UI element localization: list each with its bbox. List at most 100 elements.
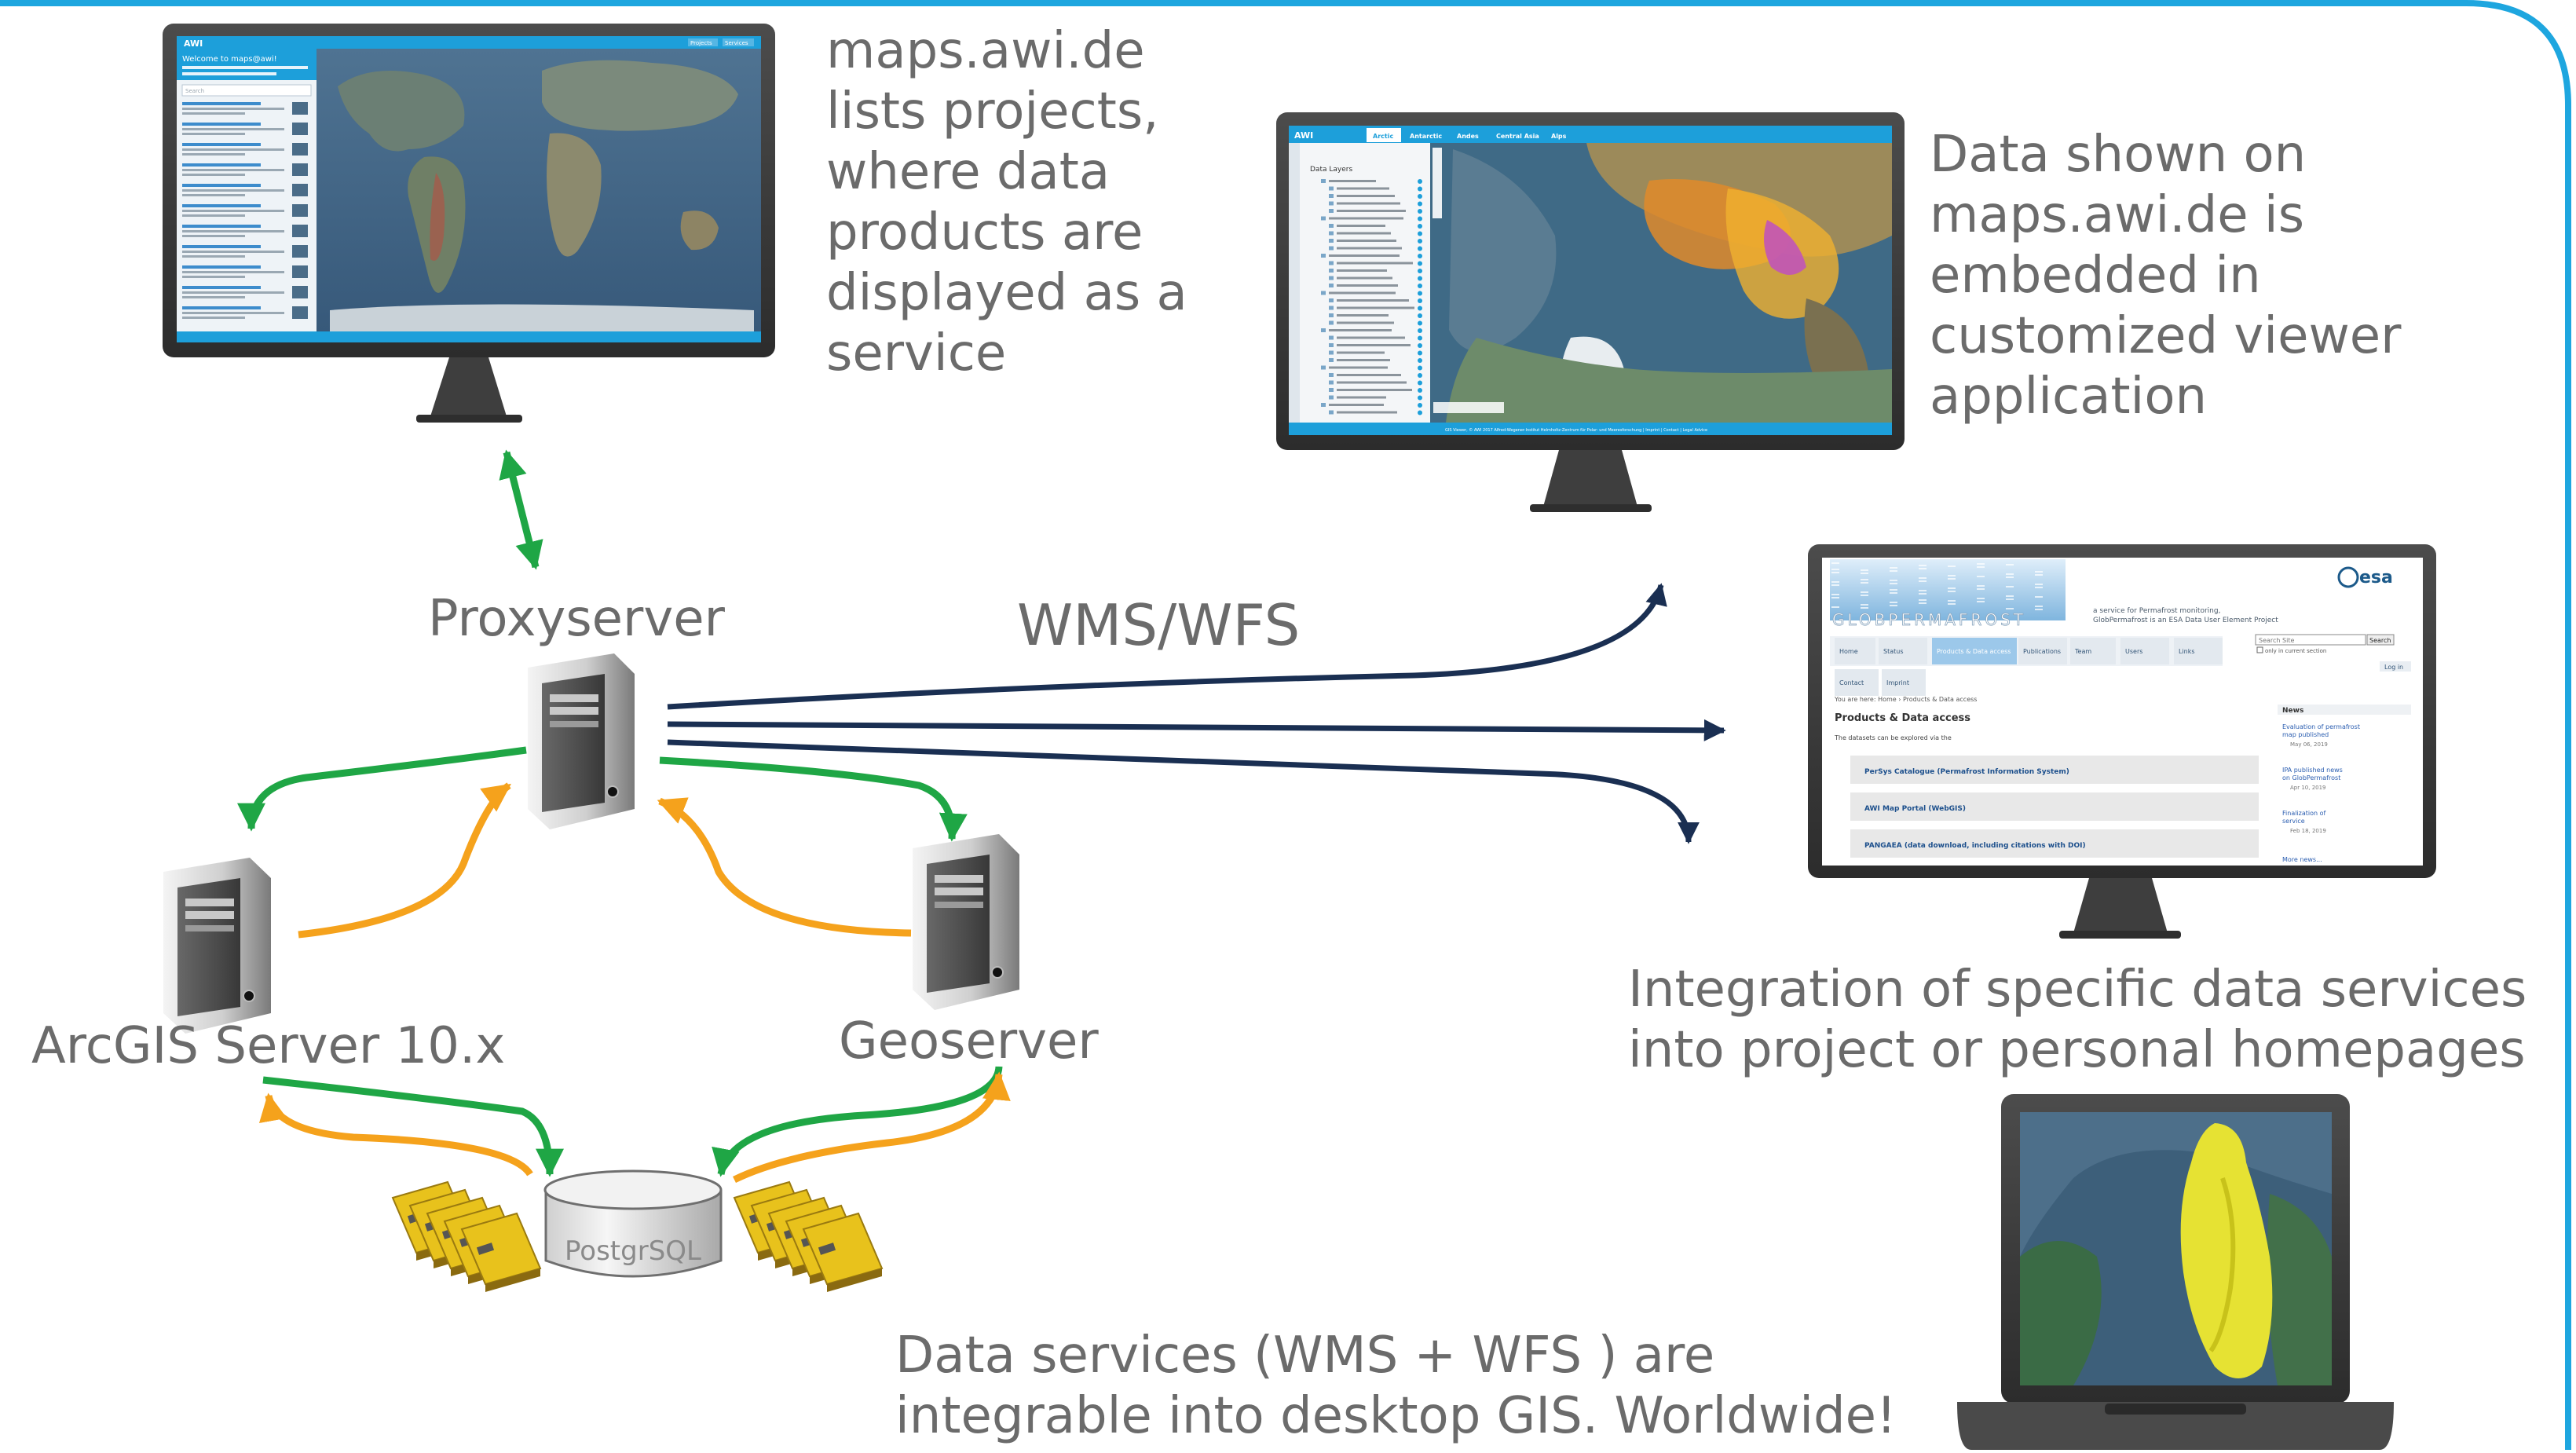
- portal-list-item[interactable]: [182, 225, 261, 228]
- viewer-layer-checkbox[interactable]: [1329, 269, 1334, 273]
- viewer-layer-checkbox[interactable]: [1321, 365, 1326, 370]
- viewer-layer-info-icon[interactable]: [1418, 239, 1422, 243]
- homepage-nav-item[interactable]: Status: [1883, 648, 1904, 655]
- viewer-layer-checkbox[interactable]: [1329, 320, 1334, 325]
- viewer-layer-checkbox[interactable]: [1329, 224, 1334, 228]
- viewer-layer-checkbox[interactable]: [1329, 373, 1334, 377]
- portal-list-item[interactable]: [182, 204, 261, 207]
- viewer-layer-info-icon[interactable]: [1418, 186, 1422, 192]
- homepage-search-checkbox[interactable]: [2256, 646, 2263, 653]
- viewer-layer-checkbox[interactable]: [1321, 403, 1326, 407]
- viewer-layer-checkbox[interactable]: [1329, 313, 1334, 317]
- viewer-layer-info-icon[interactable]: [1418, 365, 1422, 371]
- viewer-layer-info-icon[interactable]: [1418, 284, 1422, 288]
- viewer-layer-checkbox[interactable]: [1329, 388, 1334, 392]
- viewer-layer-info-icon[interactable]: [1418, 231, 1422, 236]
- viewer-layer-info-icon[interactable]: [1418, 350, 1422, 356]
- portal-search-input[interactable]: [181, 84, 312, 97]
- viewer-layer-checkbox[interactable]: [1329, 350, 1334, 355]
- viewer-layer-info-icon[interactable]: [1418, 373, 1422, 378]
- homepage-link[interactable]: AWI Map Portal (WebGIS): [1864, 805, 1966, 813]
- portal-list-item[interactable]: [182, 306, 261, 309]
- homepage-nav-item[interactable]: Home: [1839, 648, 1858, 655]
- viewer-tab[interactable]: Central Asia: [1496, 133, 1539, 140]
- viewer-layer-checkbox[interactable]: [1329, 380, 1334, 385]
- portal-list-item[interactable]: [182, 102, 261, 105]
- viewer-layer-checkbox[interactable]: [1321, 328, 1326, 332]
- viewer-layer-info-icon[interactable]: [1418, 276, 1422, 281]
- portal-list-item[interactable]: [182, 245, 261, 248]
- homepage-nav-item[interactable]: Contact: [1839, 679, 1864, 686]
- homepage-nav-item[interactable]: Publications: [2023, 648, 2061, 655]
- viewer-layer-checkbox[interactable]: [1329, 239, 1334, 243]
- viewer-tab[interactable]: Andes: [1457, 133, 1479, 140]
- viewer-layer-checkbox[interactable]: [1321, 291, 1326, 295]
- viewer-layer-checkbox[interactable]: [1329, 298, 1334, 302]
- viewer-layer-checkbox[interactable]: [1329, 284, 1334, 287]
- viewer-layer-info-icon[interactable]: [1418, 410, 1422, 415]
- portal-list-item[interactable]: [182, 163, 261, 167]
- viewer-layer-info-icon[interactable]: [1418, 343, 1422, 348]
- viewer-layer-info-icon[interactable]: [1418, 246, 1422, 251]
- portal-list-item[interactable]: [182, 123, 261, 126]
- homepage-link-row[interactable]: [1850, 756, 2259, 784]
- homepage-nav-item[interactable]: Links: [2179, 648, 2195, 655]
- viewer-layer-info-icon[interactable]: [1418, 254, 1422, 258]
- viewer-layer-info-icon[interactable]: [1418, 358, 1422, 363]
- viewer-layer-checkbox[interactable]: [1329, 231, 1334, 236]
- viewer-layer-info-icon[interactable]: [1418, 194, 1422, 199]
- homepage-nav-item[interactable]: Imprint: [1886, 679, 1909, 686]
- viewer-layer-checkbox[interactable]: [1329, 246, 1334, 251]
- viewer-tab[interactable]: Arctic: [1373, 133, 1393, 140]
- homepage-link-row[interactable]: [1850, 792, 2259, 821]
- viewer-tab[interactable]: Antarctic: [1410, 133, 1442, 140]
- homepage-search-input[interactable]: [2255, 634, 2366, 646]
- viewer-layer-checkbox[interactable]: [1329, 358, 1334, 362]
- homepage-link[interactable]: PANGAEA (data download, including citati…: [1864, 842, 2086, 850]
- homepage-nav-item[interactable]: Products & Data access: [1937, 648, 2011, 655]
- viewer-layer-info-icon[interactable]: [1418, 403, 1422, 408]
- viewer-layer-info-icon[interactable]: [1418, 313, 1422, 318]
- homepage-search-button[interactable]: [2366, 634, 2395, 646]
- viewer-layer-checkbox[interactable]: [1321, 179, 1326, 183]
- homepage-news-item-cont[interactable]: service: [2282, 818, 2305, 825]
- viewer-layer-checkbox[interactable]: [1329, 261, 1334, 265]
- portal-list-item[interactable]: [182, 143, 261, 146]
- homepage-login-button[interactable]: [2380, 661, 2411, 672]
- portal-list-item[interactable]: [182, 184, 261, 187]
- viewer-layer-checkbox[interactable]: [1329, 343, 1334, 347]
- viewer-layer-info-icon[interactable]: [1418, 224, 1422, 229]
- viewer-tab[interactable]: Alps: [1551, 133, 1567, 140]
- portal-list-item[interactable]: [182, 265, 261, 269]
- viewer-layer-info-icon[interactable]: [1418, 298, 1422, 303]
- viewer-layer-checkbox[interactable]: [1329, 186, 1334, 191]
- portal-projects-button[interactable]: [688, 38, 718, 46]
- viewer-layer-info-icon[interactable]: [1418, 209, 1422, 214]
- viewer-layer-checkbox[interactable]: [1329, 201, 1334, 206]
- viewer-layer-info-icon[interactable]: [1418, 388, 1422, 393]
- viewer-layer-checkbox[interactable]: [1329, 306, 1334, 310]
- viewer-layer-info-icon[interactable]: [1418, 269, 1422, 273]
- viewer-layer-info-icon[interactable]: [1418, 306, 1422, 311]
- homepage-news-item[interactable]: Evaluation of permafrost: [2282, 723, 2360, 730]
- viewer-layer-checkbox[interactable]: [1329, 194, 1334, 198]
- viewer-layer-checkbox[interactable]: [1329, 335, 1334, 340]
- portal-list-item[interactable]: [182, 286, 261, 289]
- homepage-nav-item[interactable]: Team: [2074, 648, 2091, 655]
- viewer-layer-info-icon[interactable]: [1418, 380, 1422, 386]
- viewer-layer-info-icon[interactable]: [1418, 328, 1422, 333]
- viewer-layer-checkbox[interactable]: [1321, 216, 1326, 221]
- viewer-layer-info-icon[interactable]: [1418, 216, 1422, 221]
- homepage-news-item[interactable]: Finalization of: [2282, 810, 2326, 817]
- homepage-link[interactable]: PerSys Catalogue (Permafrost Information…: [1864, 768, 2069, 776]
- viewer-layer-info-icon[interactable]: [1418, 335, 1422, 341]
- homepage-news-item-cont[interactable]: on GlobPermafrost: [2282, 774, 2340, 781]
- homepage-link-row[interactable]: [1850, 829, 2259, 858]
- viewer-layer-info-icon[interactable]: [1418, 201, 1422, 207]
- viewer-layer-info-icon[interactable]: [1418, 261, 1422, 266]
- viewer-layer-checkbox[interactable]: [1321, 254, 1326, 258]
- viewer-layer-checkbox[interactable]: [1329, 276, 1334, 280]
- viewer-layer-checkbox[interactable]: [1329, 410, 1334, 415]
- homepage-news-item-cont[interactable]: map published: [2282, 731, 2329, 738]
- viewer-layer-info-icon[interactable]: [1418, 395, 1422, 401]
